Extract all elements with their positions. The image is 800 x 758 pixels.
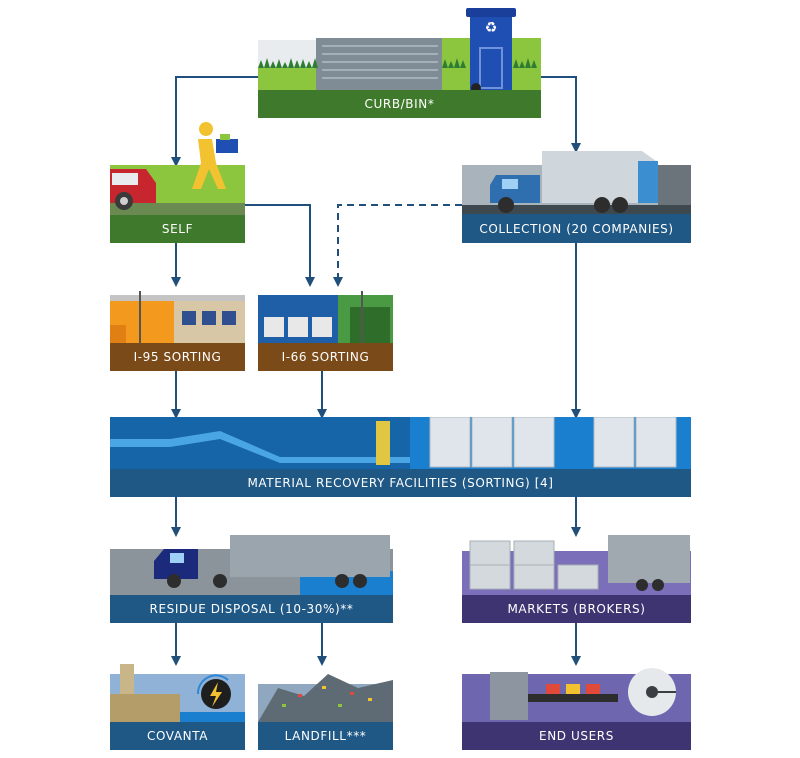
garbage-truck-icon (490, 151, 658, 213)
bale-stack (429, 417, 677, 468)
arrow-curb-to-self (171, 76, 258, 167)
semi-truck-icon (154, 535, 390, 588)
end-users-illustration (462, 668, 691, 722)
node-landfill: LANDFILL*** (258, 664, 393, 750)
i66-illustration (258, 291, 393, 345)
svg-text:♻: ♻ (485, 20, 498, 36)
residue-illustration (110, 535, 393, 597)
node-mrf: MATERIAL RECOVERY FACILITIES (SORTING) [… (110, 417, 691, 497)
node-label: COLLECTION (20 COMPANIES) (462, 214, 691, 243)
node-curb-bin: ♻ CURB/BIN* (258, 8, 541, 118)
node-i66-sorting: I-66 SORTING (258, 285, 393, 371)
markets-illustration (462, 535, 691, 597)
node-label: LANDFILL*** (258, 722, 393, 750)
self-illustration (110, 122, 245, 215)
node-label: END USERS (462, 722, 691, 750)
node-covanta: COVANTA (110, 664, 245, 750)
node-label: MARKETS (BROKERS) (462, 595, 691, 623)
node-label: I-95 SORTING (110, 343, 245, 371)
car-icon (110, 169, 156, 210)
node-label: RESIDUE DISPOSAL (10-30%)** (110, 595, 393, 623)
arrow-curb-to-collection (541, 76, 581, 153)
node-label: CURB/BIN* (258, 90, 541, 118)
curb-illustration: ♻ (258, 8, 541, 93)
landfill-illustration (258, 674, 393, 722)
mrf-illustration (110, 417, 691, 469)
energy-bolt-icon (196, 674, 231, 709)
node-markets: MARKETS (BROKERS) (462, 535, 691, 623)
node-i95-sorting: I-95 SORTING (110, 285, 245, 371)
collection-illustration (462, 151, 691, 215)
node-label: COVANTA (110, 722, 245, 750)
node-label: SELF (110, 215, 245, 243)
node-self: SELF (110, 117, 245, 243)
node-collection: COLLECTION (20 COMPANIES) (462, 151, 691, 243)
arrow-collection-to-i66-dashed (333, 204, 462, 287)
node-residue-disposal: RESIDUE DISPOSAL (10-30%)** (110, 535, 393, 623)
node-label: MATERIAL RECOVERY FACILITIES (SORTING) [… (110, 469, 691, 497)
covanta-illustration (110, 664, 245, 722)
arrow-self-to-i66 (245, 204, 315, 287)
node-end-users: END USERS (462, 664, 691, 750)
i95-illustration (110, 291, 245, 345)
person-carrying-box-icon (192, 122, 238, 189)
node-label: I-66 SORTING (258, 343, 393, 371)
recycling-bin-icon: ♻ (466, 8, 516, 93)
paper-roll-icon (628, 668, 676, 716)
